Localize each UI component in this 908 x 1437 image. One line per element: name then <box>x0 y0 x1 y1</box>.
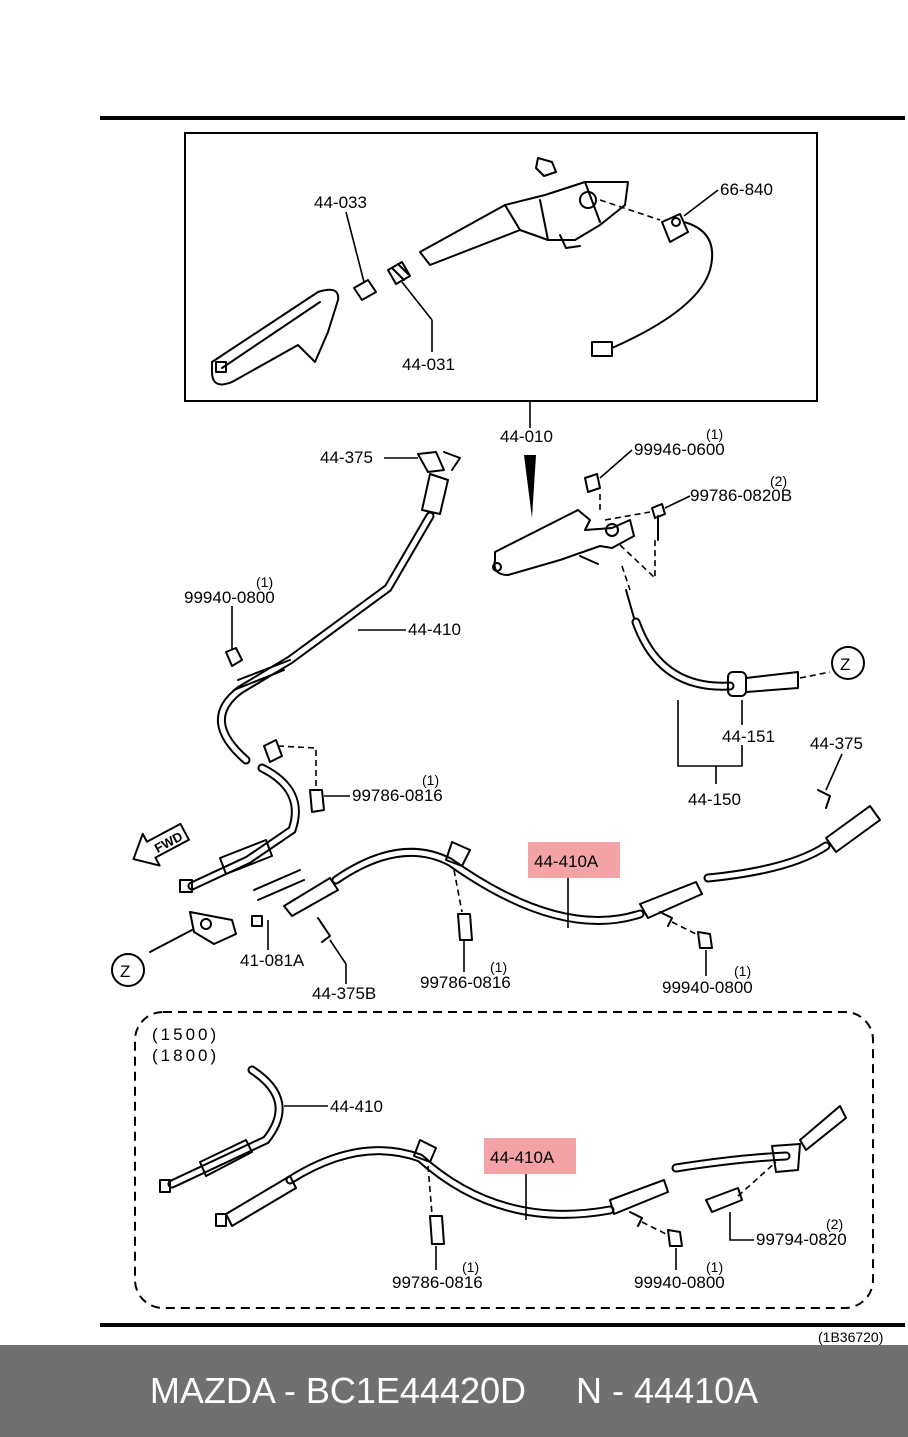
qty-99940-low: (1) <box>734 963 751 979</box>
qty-99786-mid: (1) <box>422 772 439 788</box>
label-44-375-right: 44-375 <box>810 734 863 753</box>
qty-variant-99940: (1) <box>706 1259 723 1275</box>
reference-code: (1B36720) <box>818 1329 883 1345</box>
condition-1800: (1800) <box>152 1046 219 1065</box>
variant-cable-drawing <box>159 1065 847 1247</box>
highlight-44-410a <box>528 842 620 878</box>
label-44-151: 44-151 <box>722 727 775 746</box>
condition-1500: (1500) <box>152 1025 219 1044</box>
label-44-150: 44-150 <box>688 790 741 809</box>
label-99946-0600: 99946-0600 <box>634 440 725 459</box>
label-99940-low: 99940-0800 <box>662 978 753 997</box>
label-44-375b: 44-375B <box>312 984 376 1003</box>
lever-arm-drawing <box>419 157 661 266</box>
label-99940-left: 99940-0800 <box>184 588 275 607</box>
label-66-840: 66-840 <box>720 180 773 199</box>
z-label-left: Z <box>120 962 130 981</box>
label-variant-99786: 99786-0816 <box>392 1273 483 1292</box>
label-44-033: 44-033 <box>314 193 367 212</box>
switch-sensor-drawing <box>591 189 719 357</box>
label-99786-low: 99786-0816 <box>420 973 511 992</box>
qty-99946: (1) <box>706 426 723 442</box>
highlight-variant-44-410a <box>484 1138 576 1174</box>
lever-grip-drawing <box>211 288 340 386</box>
qty-99940-left: (1) <box>256 574 273 590</box>
qty-99786-low: (1) <box>490 959 507 975</box>
rear-cable-lower-drawing <box>283 789 881 949</box>
label-44-031: 44-031 <box>402 355 455 374</box>
variant-box <box>134 1011 874 1309</box>
qty-variant-99794: (2) <box>826 1216 843 1232</box>
lever-assembly-box <box>184 132 818 402</box>
label-44-410a: 44-410A <box>534 852 599 871</box>
lever-button-drawing <box>353 261 411 301</box>
footer-gap <box>526 1370 576 1411</box>
qty-variant-99786: (1) <box>462 1259 479 1275</box>
footer-brand: MAZDA <box>149 1370 274 1411</box>
label-variant-44-410: 44-410 <box>330 1097 383 1116</box>
footer-part-number: BC1E44420D <box>305 1370 527 1411</box>
label-44-375-top: 44-375 <box>320 448 373 467</box>
label-41-081a: 41-081A <box>240 951 305 970</box>
label-variant-99794: 99794-0820 <box>756 1230 847 1249</box>
parking-brake-diagram: 44-033 44-031 66-840 44-010 99946-0600 (… <box>100 116 905 1345</box>
z-label-right: Z <box>840 655 850 674</box>
rear-cable-upper-drawing <box>179 451 461 893</box>
fwd-arrow: FWD <box>132 822 190 867</box>
label-variant-99940: 99940-0800 <box>634 1273 725 1292</box>
front-cable-drawing <box>621 565 831 697</box>
label-44-410-upper: 44-410 <box>408 620 461 639</box>
footer-separator: - <box>273 1370 306 1411</box>
direction-wedge <box>524 455 536 518</box>
label-99786-mid: 99786-0816 <box>352 786 443 805</box>
lever-small-drawing <box>492 473 666 580</box>
label-99786-0820b: 99786-0820B <box>690 486 792 505</box>
part-footer-bar: MAZDA - BC1E44420D N - 44410A <box>0 1345 908 1437</box>
equalizer-drawing <box>149 869 305 953</box>
label-variant-44-410a: 44-410A <box>490 1148 555 1167</box>
z-marker-left <box>111 953 145 987</box>
z-marker-right <box>831 646 865 680</box>
label-44-010: 44-010 <box>500 427 553 446</box>
footer-oem-code: N - 44410A <box>576 1370 759 1411</box>
qty-99786-0820b: (2) <box>770 473 787 489</box>
